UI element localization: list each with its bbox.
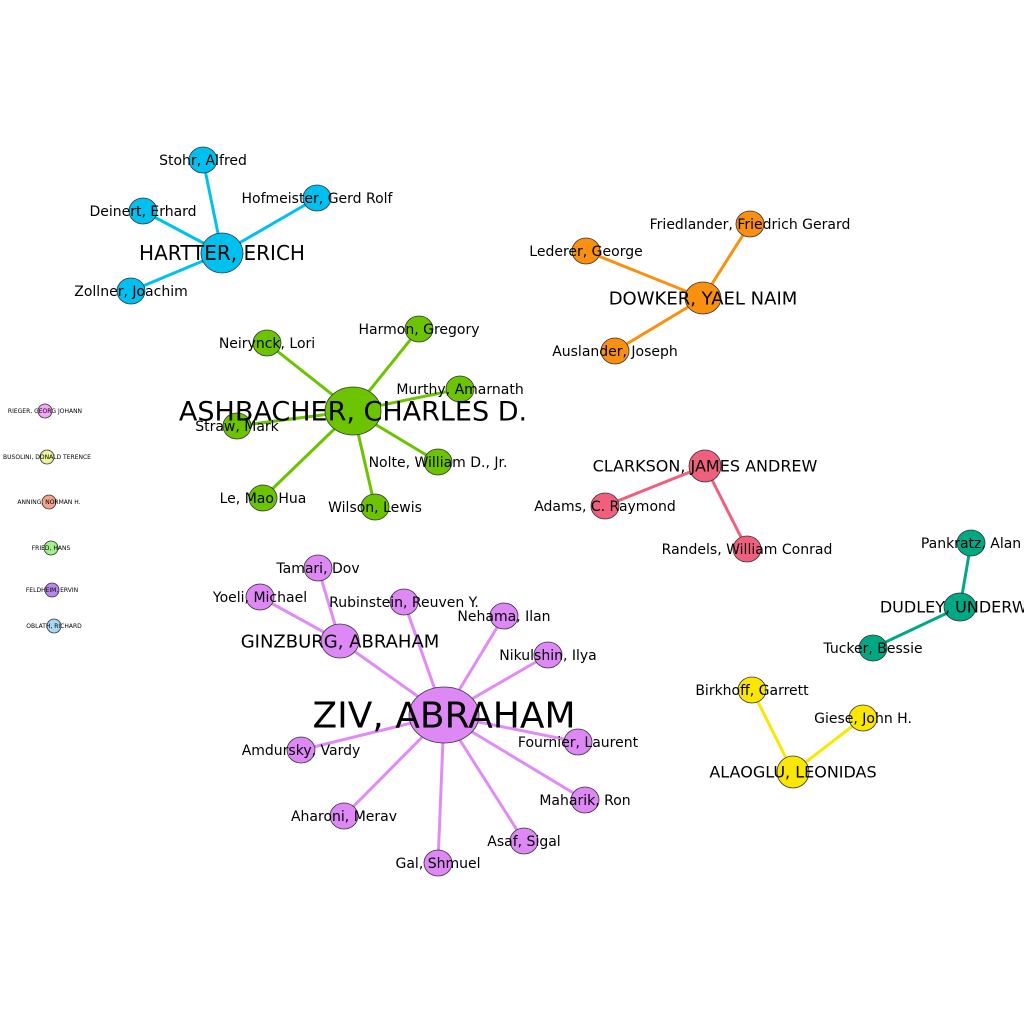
label-oblath-richard: OBLATH, RICHARD — [26, 623, 82, 630]
label-friedlander-friedrich-gerard: Friedlander, Friedrich Gerard — [650, 217, 851, 233]
node-feldheim-ervin — [44, 582, 60, 598]
label-rieger-georg-johann: RIEGER, GEORG JOHANN — [8, 408, 82, 415]
edge-clarkson-james-andrew--adams-c-raymond — [603, 464, 707, 508]
node-harmon-gregory — [404, 315, 434, 343]
label-neirynck-lori: Neirynck, Lori — [219, 336, 315, 352]
label-giese-john-h: Giese, John H. — [814, 711, 912, 727]
label-randels-william-conrad: Randels, William Conrad — [662, 542, 833, 558]
label-nehama-ilan: Nehama, Ilan — [457, 609, 550, 625]
label-gal-shmuel: Gal, Shmuel — [396, 856, 481, 872]
label-hofmeister-gerd-rolf: Hofmeister, Gerd Rolf — [241, 191, 393, 207]
node-amdursky-vardy — [286, 736, 316, 764]
node-nolte-william-d-jr — [423, 448, 453, 476]
node-neirynck-lori — [252, 329, 282, 357]
node-deinert-erhard — [128, 197, 158, 225]
edge-dowker-yael-naim--lederer-george — [584, 249, 705, 300]
label-amdursky-vardy: Amdursky, Vardy — [242, 743, 361, 759]
label-maharik-ron: Maharik, Ron — [539, 793, 630, 809]
node-gal-shmuel — [423, 849, 453, 877]
node-tamari-dov — [303, 554, 333, 582]
node-randels-william-conrad — [732, 535, 762, 563]
node-alaoglu-leonidas — [776, 755, 810, 789]
node-clarkson-james-andrew — [688, 449, 722, 483]
label-ashbacher-charles-d: ASHBACHER, CHARLES D. — [179, 396, 527, 427]
node-wilson-lewis — [360, 493, 390, 521]
label-busolini-donald-terence: BUSOLINI, DONALD TERENCE — [3, 454, 91, 461]
label-murthy-amarnath: Murthy, Amarnath — [396, 382, 523, 398]
node-dowker-yael-naim — [684, 281, 722, 315]
node-fried-hans — [43, 540, 59, 556]
label-dudley-underwo: DUDLEY, UNDERWO — [880, 598, 1024, 617]
node-pankratz-alan — [956, 529, 986, 557]
label-straw-mark: Straw, Mark — [195, 419, 279, 435]
edge-dudley-underwo--tucker-bessie — [871, 605, 962, 650]
label-alaoglu-leonidas: ALAOGLU, LEONIDAS — [709, 763, 876, 782]
node-le-mao-hua — [248, 484, 278, 512]
node-dudley-underwo — [943, 592, 977, 622]
label-harmon-gregory: Harmon, Gregory — [359, 322, 480, 338]
label-aharoni-merav: Aharoni, Merav — [291, 809, 397, 825]
label-ginzburg-abraham: GINZBURG, ABRAHAM — [241, 631, 440, 652]
node-aharoni-merav — [329, 802, 359, 830]
label-lederer-george: Lederer, George — [529, 244, 642, 260]
label-zollner-joachim: Zollner, Joachim — [74, 284, 187, 300]
node-murthy-amarnath — [445, 375, 475, 403]
node-rubinstein-reuven-y — [389, 588, 419, 616]
label-anning-norman-h: ANNING, NORMAN H. — [17, 499, 80, 506]
node-anning-norman-h — [41, 494, 57, 510]
node-lederer-george — [571, 237, 601, 265]
label-hartter-erich: HARTTER, ERICH — [139, 241, 305, 265]
label-deinert-erhard: Deinert, Erhard — [89, 204, 196, 220]
label-pankratz-alan: Pankratz, Alan — [921, 536, 1021, 552]
node-stohr-alfred — [188, 146, 218, 174]
node-birkhoff-garrett — [737, 676, 767, 704]
label-nolte-william-d-jr: Nolte, William D., Jr. — [369, 455, 508, 471]
label-tamari-dov: Tamari, Dov — [275, 561, 359, 577]
node-ashbacher-charles-d — [324, 386, 382, 436]
node-ginzburg-abraham — [320, 623, 360, 659]
label-fried-hans: FRIED, HANS — [32, 545, 71, 552]
node-nehama-ilan — [489, 602, 519, 630]
label-ziv-abraham: ZIV, ABRAHAM — [312, 696, 575, 737]
label-feldheim-ervin: FELDHEIM, ERVIN — [26, 587, 78, 594]
label-adams-c-raymond: Adams, C. Raymond — [534, 499, 676, 515]
label-tucker-bessie: Tucker, Bessie — [822, 641, 922, 657]
node-busolini-donald-terence — [39, 449, 55, 465]
label-auslander-joseph: Auslander, Joseph — [552, 344, 678, 360]
node-oblath-richard — [46, 618, 62, 634]
label-clarkson-james-andrew: CLARKSON, JAMES ANDREW — [593, 457, 818, 476]
label-asaf-sigal: Asaf, Sigal — [487, 834, 560, 850]
label-nikulshin-ilya: Nikulshin, Ilya — [499, 648, 597, 664]
label-fournier-laurent: Fournier, Laurent — [518, 735, 639, 751]
node-friedlander-friedrich-gerard — [735, 210, 765, 238]
node-yoeli-michael — [245, 583, 275, 611]
label-le-mao-hua: Le, Mao Hua — [220, 491, 307, 507]
label-dowker-yael-naim: DOWKER, YAEL NAIM — [609, 288, 798, 309]
label-stohr-alfred: Stohr, Alfred — [159, 153, 247, 169]
node-zollner-joachim — [116, 277, 146, 305]
node-tucker-bessie — [858, 634, 888, 662]
nodes-layer — [37, 146, 986, 877]
node-adams-c-raymond — [590, 492, 620, 520]
node-hartter-erich — [200, 232, 244, 274]
node-asaf-sigal — [509, 827, 539, 855]
node-hofmeister-gerd-rolf — [302, 184, 332, 212]
node-giese-john-h — [848, 704, 878, 732]
node-straw-mark — [222, 412, 252, 440]
label-yoeli-michael: Yoeli, Michael — [212, 590, 307, 606]
node-maharik-ron — [570, 786, 600, 814]
label-birkhoff-garrett: Birkhoff, Garrett — [695, 683, 809, 699]
label-rubinstein-reuven-y: Rubinstein, Reuven Y. — [329, 595, 479, 611]
node-rieger-georg-johann — [37, 403, 53, 419]
node-ziv-abraham — [408, 686, 480, 744]
node-nikulshin-ilya — [533, 641, 563, 669]
label-wilson-lewis: Wilson, Lewis — [328, 500, 422, 516]
node-fournier-laurent — [563, 728, 593, 756]
node-auslander-joseph — [600, 337, 630, 365]
